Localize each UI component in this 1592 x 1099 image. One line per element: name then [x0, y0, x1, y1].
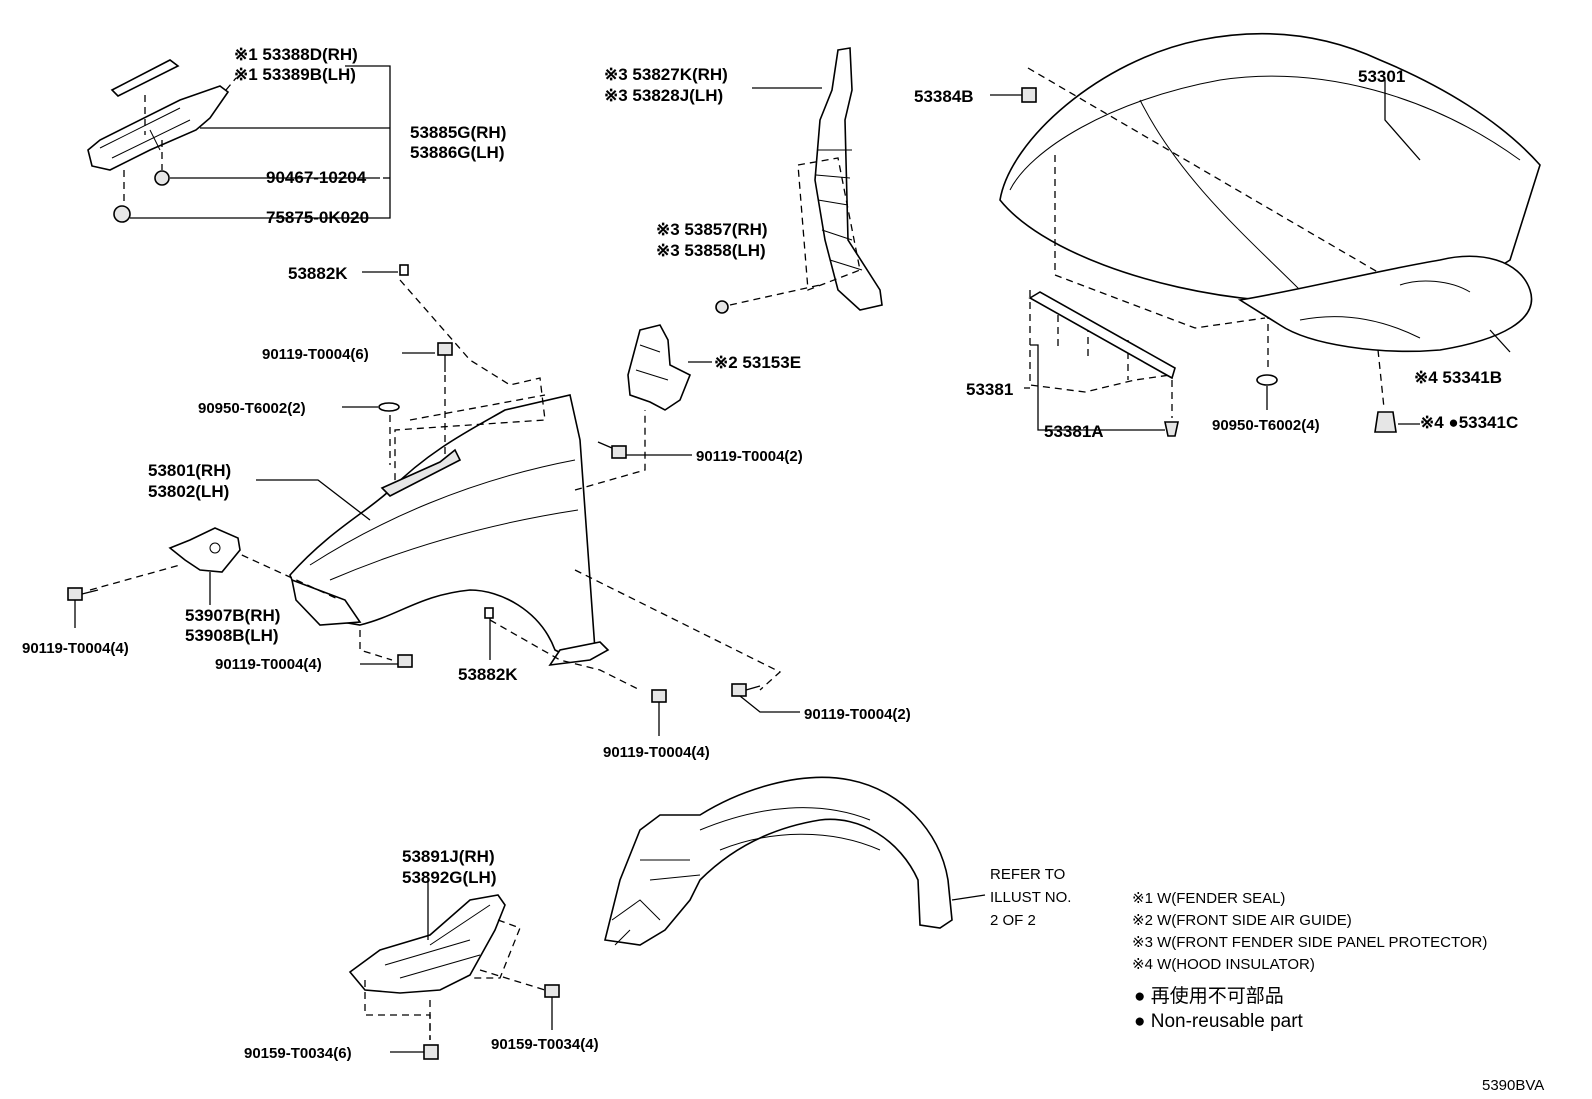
fender-seal-strip [110, 59, 180, 97]
label-90119-2-upper: 90119-T0004(2) [696, 448, 803, 465]
note-3: ※3 W(FRONT FENDER SIDE PANEL PROTECTOR) [1132, 934, 1487, 951]
label-53802: 53802(LH) [148, 482, 229, 501]
label-53153E: ※2 53153E [714, 353, 801, 372]
label-53381: 53381 [966, 380, 1013, 399]
label-53341B: ※4 53341B [1414, 368, 1502, 387]
fender-liner [604, 776, 986, 946]
refer-line-3: 2 OF 2 [990, 912, 1036, 929]
fender-top-flange [380, 448, 462, 497]
washer-90950-4 [1256, 374, 1278, 386]
legend-jp: ● 再使用不可部品 [1134, 985, 1284, 1007]
label-90950-2: 90950-T6002(2) [198, 400, 306, 417]
label-53827K: ※3 53827K(RH) [604, 65, 728, 84]
bolt-90119-bottom [651, 689, 667, 736]
refer-line-1: REFER TO [990, 866, 1065, 883]
fender-front-bracket [290, 578, 362, 626]
label-53882K-top: 53882K [288, 264, 348, 283]
label-53389B: ※1 53389B(LH) [234, 65, 356, 84]
hood-stay-53381 [1028, 291, 1176, 380]
label-75875: 75875-0K020 [266, 208, 369, 227]
label-53801: 53801(RH) [148, 461, 231, 480]
label-53907B: 53907B(RH) [185, 606, 280, 625]
label-90950-4: 90950-T6002(4) [1212, 417, 1320, 434]
hood-group [990, 32, 1541, 437]
clip-53381A [1164, 421, 1179, 437]
label-53384B: 53384B [914, 87, 974, 106]
note-4: ※4 W(HOOD INSULATOR) [1132, 956, 1315, 973]
label-90119-2-right: 90119-T0004(2) [804, 706, 911, 723]
legend-en: ● Non-reusable part [1134, 1011, 1304, 1032]
refer-line-2: ILLUST NO. [990, 889, 1071, 906]
fender-rear-foot [548, 641, 610, 667]
clip-53882K-top [399, 264, 409, 276]
label-90119-4-left: 90119-T0004(4) [22, 640, 129, 657]
bolt-90159-6 [390, 1044, 439, 1060]
bolt-90119-mid [360, 654, 413, 668]
label-90467: 90467-10204 [266, 168, 367, 187]
fender-seal-bracket [87, 85, 230, 171]
bolt-90119-upper [597, 441, 692, 459]
air-guide-53153E [627, 324, 712, 411]
hood-insulator-53341B [1237, 255, 1533, 353]
label-53908B: 53908B(LH) [185, 626, 279, 645]
front-fender-group [89, 279, 782, 691]
bolt-90119-left [67, 587, 99, 628]
clip-53882K-bottom [484, 607, 494, 619]
liner-bracket-53891J [348, 880, 546, 1040]
label-90119-4-bottom: 90119-T0004(4) [603, 744, 710, 761]
clip-75875 [113, 205, 131, 223]
label-53301: 53301 [1358, 67, 1405, 86]
label-53388D: ※1 53388D(RH) [234, 45, 358, 64]
note-1: ※1 W(FENDER SEAL) [1132, 890, 1285, 907]
clip-90467 [154, 170, 170, 186]
label-53891J: 53891J(RH) [402, 847, 495, 866]
hood-panel [999, 32, 1541, 305]
fender-bracket-53907B [168, 527, 241, 605]
bolt-90119-top [437, 342, 453, 372]
label-90159-4: 90159-T0034(4) [491, 1036, 599, 1053]
label-53857: ※3 53857(RH) [656, 220, 768, 239]
bolt-90119-right [731, 683, 800, 713]
label-90119-6: 90119-T0004(6) [262, 346, 369, 363]
label-53892G: 53892G(LH) [402, 868, 496, 887]
label-53885G: 53885G(RH) [410, 123, 506, 142]
label-53858: ※3 53858(LH) [656, 241, 766, 260]
label-53381A: 53381A [1044, 422, 1104, 441]
label-53828J: ※3 53828J(LH) [604, 86, 723, 105]
label-53341C: ※4 ●53341C [1420, 413, 1518, 432]
clip-protector [715, 300, 729, 314]
label-53882K-bottom: 53882K [458, 665, 518, 684]
note-2: ※2 W(FRONT SIDE AIR GUIDE) [1132, 912, 1352, 929]
label-90159-6: 90159-T0034(6) [244, 1045, 352, 1062]
bolt-90159-4 [544, 984, 560, 1030]
label-90119-4-mid: 90119-T0004(4) [215, 656, 322, 673]
washer-90950-2 [378, 402, 400, 412]
illustration-code: 5390BVA [1482, 1077, 1544, 1094]
clip-53341C [1374, 411, 1397, 433]
label-53886G: 53886G(LH) [410, 143, 504, 162]
clip-53384B [1021, 87, 1037, 103]
side-panel-protector [715, 47, 883, 314]
fender-seal-group [87, 59, 391, 223]
